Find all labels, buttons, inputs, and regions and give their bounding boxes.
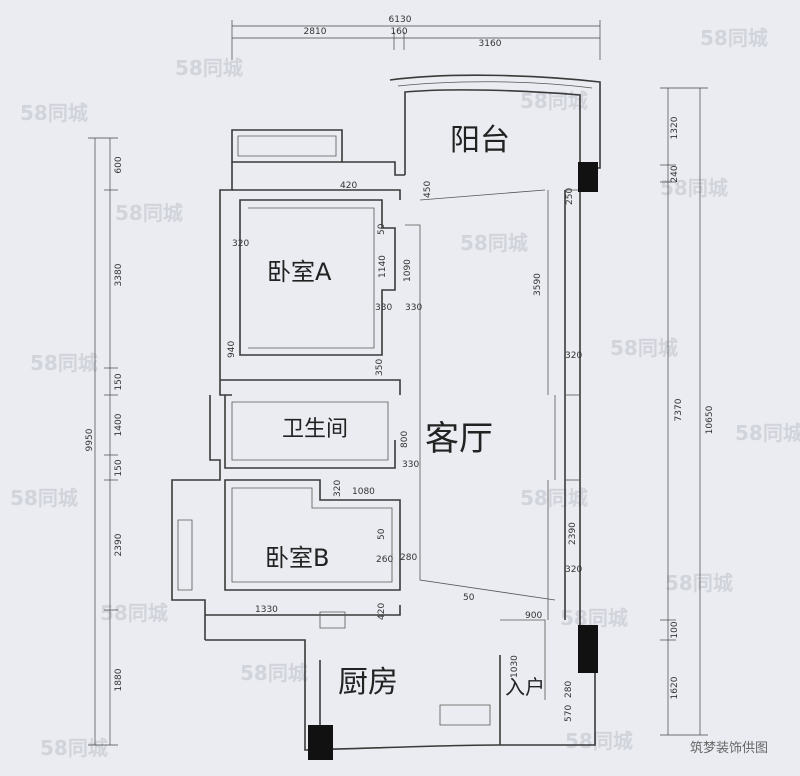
dim-hall-280: 280 <box>564 681 574 698</box>
dim-inner-450: 450 <box>423 181 433 198</box>
room-label-living-room: 客厅 <box>425 419 493 459</box>
structural-columns <box>308 162 598 760</box>
left-dimension-chain: 9950 600 3380 150 1400 150 2390 1880 <box>85 137 124 746</box>
watermark-brand: 58同城 <box>115 201 183 225</box>
watermark-brand: 58同城 <box>660 176 728 200</box>
dim-hall-570: 570 <box>564 705 574 722</box>
room-labels: 阳台 卧室A 卫生间 客厅 卧室B 厨房 入户 <box>265 123 545 700</box>
dim-bed-a-1090: 1090 <box>403 259 413 282</box>
dim-bath-330: 330 <box>402 460 419 470</box>
dim-bath-800: 800 <box>400 431 410 448</box>
watermark-layer: 58同城 58同城 58同城 58同城 58同城 58同城 58同城 58同城 … <box>10 26 800 760</box>
watermark-brand: 58同城 <box>100 601 168 625</box>
room-label-bedroom-b: 卧室B <box>265 544 329 572</box>
watermark-brand: 58同城 <box>460 231 528 255</box>
dim-hall-1030: 1030 <box>510 655 520 678</box>
watermark-brand: 58同城 <box>665 571 733 595</box>
interior-dimensions: 420 450 320 50 1140 1090 330 330 940 350… <box>227 181 582 722</box>
dim-mid-320: 320 <box>333 480 343 497</box>
dim-right-1620: 1620 <box>670 676 680 699</box>
watermark-brand: 58同城 <box>565 729 633 753</box>
watermark-brand: 58同城 <box>520 486 588 510</box>
dim-right-7370: 7370 <box>674 398 684 421</box>
dim-bed-b-420: 420 <box>377 603 387 620</box>
watermark-brand: 58同城 <box>30 351 98 375</box>
dim-left-150b: 150 <box>114 459 124 476</box>
dim-bed-a-320: 320 <box>232 239 249 249</box>
dim-left-1880: 1880 <box>114 668 124 691</box>
dim-bed-b-1330: 1330 <box>255 605 278 615</box>
room-label-bedroom-a: 卧室A <box>267 258 332 286</box>
dim-bed-b-50: 50 <box>377 528 387 540</box>
watermark-brand: 58同城 <box>735 421 800 445</box>
dim-live-320b: 320 <box>565 565 582 575</box>
dim-bed-a-50: 50 <box>377 223 387 235</box>
room-label-entrance: 入户 <box>505 675 545 699</box>
dim-top-mid: 160 <box>390 27 407 37</box>
dim-left-600: 600 <box>114 156 124 173</box>
dim-inner-420: 420 <box>340 181 357 191</box>
dim-left-total: 9950 <box>85 428 95 451</box>
dim-bed-b-260: 260 <box>376 555 393 565</box>
watermark-brand: 58同城 <box>240 661 308 685</box>
dim-live-320a: 320 <box>565 351 582 361</box>
right-dimension-chain: 1320 240 7370 100 1620 10650 <box>660 87 715 736</box>
dim-top-right: 3160 <box>479 39 502 49</box>
watermark-brand: 58同城 <box>700 26 768 50</box>
dim-top-total: 6130 <box>389 15 412 25</box>
dim-mid-1080: 1080 <box>352 487 375 497</box>
watermark-brand: 58同城 <box>20 101 88 125</box>
dim-right-total: 10650 <box>705 405 715 434</box>
dim-bed-a-330a: 330 <box>375 303 392 313</box>
image-credit: 筑梦装饰供图 <box>690 740 768 756</box>
room-label-balcony: 阳台 <box>450 123 510 158</box>
dim-bed-a-330b: 330 <box>405 303 422 313</box>
dim-live-2390: 2390 <box>568 522 578 545</box>
dim-hall-900: 900 <box>525 611 542 621</box>
dim-right-240: 240 <box>670 165 680 182</box>
watermark-brand: 58同城 <box>175 56 243 80</box>
dim-right-100: 100 <box>670 621 680 638</box>
dim-left-150a: 150 <box>114 373 124 390</box>
watermark-brand: 58同城 <box>10 486 78 510</box>
dim-right-1320: 1320 <box>670 116 680 139</box>
room-label-kitchen: 厨房 <box>338 665 398 700</box>
dim-top-left: 2810 <box>304 27 327 37</box>
dim-live-250: 250 <box>565 188 575 205</box>
dim-bed-a-1140: 1140 <box>378 255 388 278</box>
dim-live-3590: 3590 <box>533 273 543 296</box>
dim-hall-50: 50 <box>463 593 475 603</box>
dim-bed-a-940: 940 <box>227 341 237 358</box>
top-dimension-chain: 6130 2810 160 3160 <box>231 15 601 60</box>
watermark-brand: 58同城 <box>40 736 108 760</box>
room-label-bathroom: 卫生间 <box>282 417 348 442</box>
dim-bed-a-350: 350 <box>375 359 385 376</box>
dim-bed-b-280: 280 <box>400 553 417 563</box>
watermark-brand: 58同城 <box>610 336 678 360</box>
dim-left-3380: 3380 <box>114 263 124 286</box>
dim-left-1400: 1400 <box>114 413 124 436</box>
dim-left-2390: 2390 <box>114 533 124 556</box>
